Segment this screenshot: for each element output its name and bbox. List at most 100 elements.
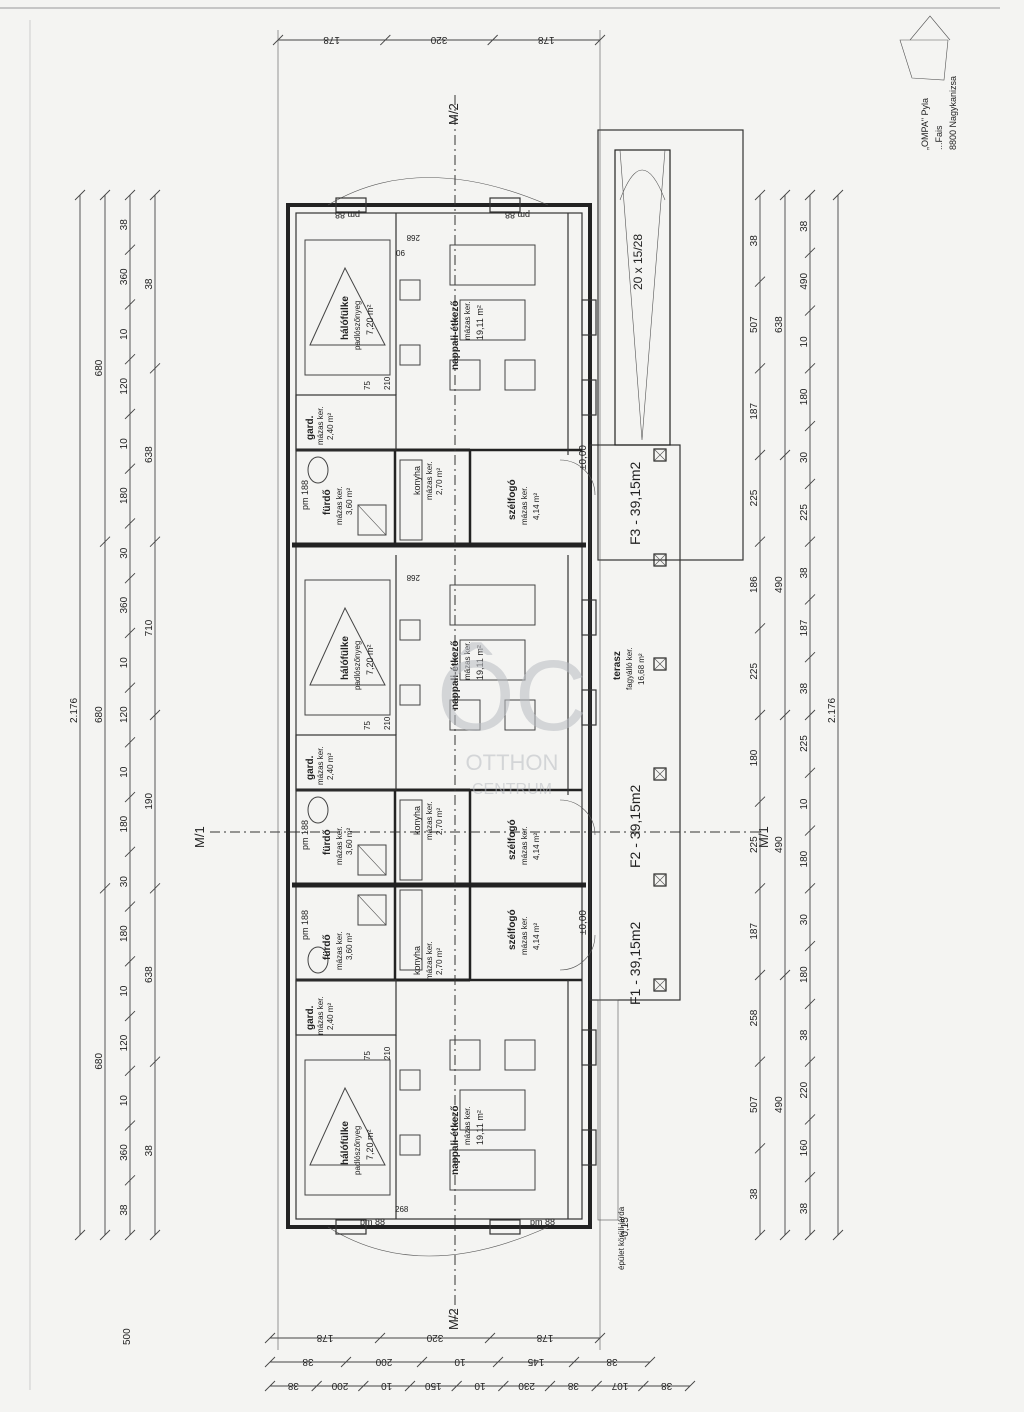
dim-label: 220 xyxy=(799,1081,810,1098)
bath-window-label: pm 188 xyxy=(300,910,310,940)
room-floor: mázas ker. xyxy=(463,301,472,340)
room-name: konyha xyxy=(412,946,422,975)
room-name: gard. xyxy=(305,1005,316,1030)
dim-label: 38 xyxy=(799,1029,810,1041)
dim-label: 180 xyxy=(119,925,130,942)
dims-left: 2.17668068068038360101201018030360101201… xyxy=(69,189,161,1345)
room-name: szélfogó xyxy=(507,479,518,520)
dim-label: 638 xyxy=(144,966,155,983)
dim-label: 200 xyxy=(375,1356,392,1367)
terrace-area: 16,68 m² xyxy=(637,653,646,685)
dim-label: 30 xyxy=(799,451,810,463)
dim-label: 710 xyxy=(144,619,155,636)
dim-label: 225 xyxy=(799,735,810,752)
dims-right: 3850718722518622518022518725850738638490… xyxy=(749,189,844,1241)
svg-text:210: 210 xyxy=(383,716,392,730)
dim-label: 178 xyxy=(316,1332,333,1343)
room-floor: mázas ker. xyxy=(425,461,434,500)
dim-label: 360 xyxy=(119,1144,130,1161)
dim-label: 180 xyxy=(799,850,810,867)
dim-label: 10 xyxy=(799,336,810,348)
dim-label: 38 xyxy=(144,278,155,290)
room-floor: mázas ker. xyxy=(463,641,472,680)
window-label: pm 88 xyxy=(505,210,530,220)
room-area: 2,70 m² xyxy=(435,468,444,495)
dim-label: 225 xyxy=(749,836,760,853)
room-floor: padlószőnyeg xyxy=(353,641,362,690)
dim-label: 38 xyxy=(287,1380,299,1391)
svg-text:268: 268 xyxy=(406,573,420,582)
dim-label: 38 xyxy=(567,1380,579,1391)
stair xyxy=(614,149,671,446)
dim-label: 638 xyxy=(144,446,155,463)
room-area: 7,20 m² xyxy=(365,304,375,335)
stair-enclosure xyxy=(597,129,744,561)
terrace-floor: fagyálló ker. xyxy=(625,647,634,690)
room-floor: mázas ker. xyxy=(520,486,529,525)
room-floor: mázas ker. xyxy=(335,826,344,865)
dim-label: 258 xyxy=(749,1009,760,1026)
section-m1-left: M/1 xyxy=(192,826,207,848)
dim-label: 360 xyxy=(119,596,130,613)
opening-labels: pm 88 pm 88 pm 88 pm 88 pm 188 pm 188 pm… xyxy=(300,210,555,1227)
dim-label: 10 xyxy=(119,438,130,450)
dim-label: 38 xyxy=(119,219,130,231)
room-floor: padlószőnyeg xyxy=(353,1126,362,1175)
dim-label: 38 xyxy=(606,1356,618,1367)
room-floor: mázas ker. xyxy=(316,746,325,785)
dim-label: 507 xyxy=(749,316,760,333)
unit-f1: hálófülke padlószőnyeg 7,20 m² nappali-é… xyxy=(305,909,541,1175)
level-zero: ±0,00 xyxy=(578,445,589,470)
watermark-line-1: OTTHON xyxy=(466,750,559,775)
dim-label: 180 xyxy=(119,815,130,832)
room-area: 19,11 m² xyxy=(475,1110,485,1145)
dim-label: 30 xyxy=(799,914,810,926)
walkway-label: épület körüli járda xyxy=(617,1206,626,1270)
svg-text:75: 75 xyxy=(363,721,372,730)
room-name: nappali-étkező xyxy=(450,1106,461,1175)
room-floor: mázas ker. xyxy=(520,916,529,955)
dim-label: 178 xyxy=(538,34,555,45)
dim-label: 30 xyxy=(119,876,130,888)
dim-label: 178 xyxy=(323,34,340,45)
walkway xyxy=(597,999,619,1221)
room-floor: mázas ker. xyxy=(335,486,344,525)
room-name: hálófülke xyxy=(340,296,351,340)
dim-label: 180 xyxy=(749,749,760,766)
dim-label: 200 xyxy=(331,1380,348,1391)
dim-label: 225 xyxy=(749,663,760,680)
svg-text:75: 75 xyxy=(363,381,372,390)
dim-label: 38 xyxy=(799,1203,810,1215)
svg-text:75: 75 xyxy=(363,1051,372,1060)
dim-label: 30 xyxy=(119,547,130,559)
stair-label: 20 x 15/28 xyxy=(631,234,645,290)
room-name: hálófülke xyxy=(340,1121,351,1165)
dim-label: 38 xyxy=(661,1380,673,1391)
dim-label: 225 xyxy=(749,489,760,506)
unit-label-f3: F3 - 39,15m2 xyxy=(627,462,643,545)
svg-text:210: 210 xyxy=(383,1046,392,1060)
room-floor: mázas ker. xyxy=(316,406,325,445)
dim-label: 10 xyxy=(119,766,130,778)
dim-label: 190 xyxy=(144,793,155,810)
dim-label: 38 xyxy=(302,1356,314,1367)
room-floor: mázas ker. xyxy=(425,801,434,840)
dim-label: 38 xyxy=(799,683,810,695)
room-floor: mázas ker. xyxy=(463,1106,472,1145)
room-name: gard. xyxy=(305,755,316,780)
dim-label: 10 xyxy=(799,798,810,810)
dim-aside-label: 500 xyxy=(122,1328,133,1345)
room-name: fürdő xyxy=(322,934,333,960)
dim-label: 10 xyxy=(119,657,130,669)
room-area: 2,40 m² xyxy=(326,413,335,440)
terrace-name: terasz xyxy=(612,651,623,680)
unit-label-f1: F1 - 39,15m2 xyxy=(627,922,643,1005)
room-floor: mázas ker. xyxy=(316,996,325,1035)
dim-label: 10 xyxy=(119,1095,130,1107)
room-area: 2,70 m² xyxy=(435,808,444,835)
window-label: pm 88 xyxy=(530,1217,555,1227)
dim-label: 225 xyxy=(799,504,810,521)
room-area: 4,14 m² xyxy=(532,833,541,860)
